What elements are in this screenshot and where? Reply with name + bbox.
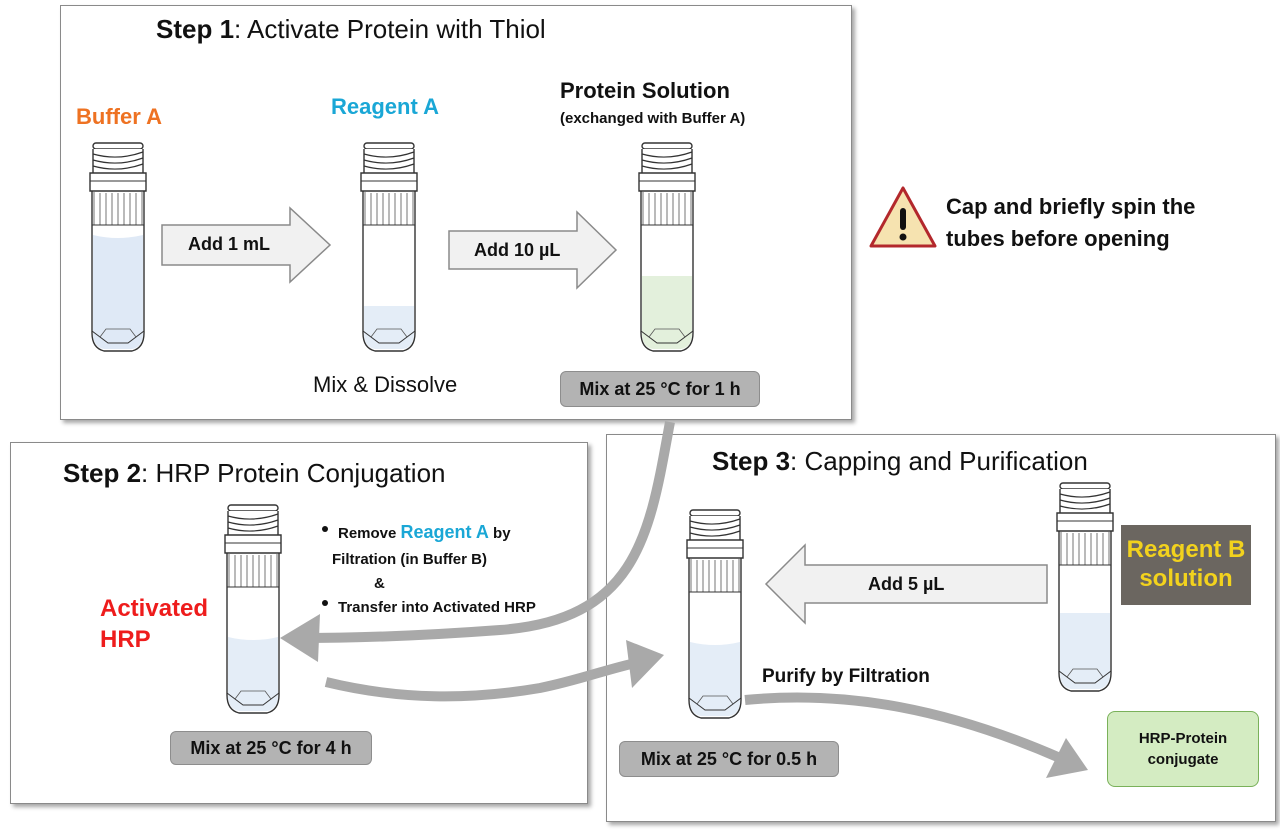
step3-mix-time-badge: Mix at 25 °C for 0.5 h xyxy=(619,741,839,777)
flow-curve-step2-to-step3-head xyxy=(626,640,664,688)
add-10ul-label: Add 10 µL xyxy=(474,240,561,260)
step2-title: Step 2: HRP Protein Conjugation xyxy=(63,458,446,488)
flow-curve-purify xyxy=(744,692,1062,763)
protein-solution-tube xyxy=(638,142,696,352)
step1-title: Step 1: Activate Protein with Thiol xyxy=(156,14,546,44)
reagent-a-tube xyxy=(360,142,418,352)
reagent-a-label: Reagent A xyxy=(331,94,439,119)
capping-tube xyxy=(686,509,744,719)
add-1ml-label: Add 1 mL xyxy=(188,234,271,254)
bullet-ampersand: & xyxy=(374,575,385,592)
protein-solution-label: Protein Solution xyxy=(560,78,730,103)
warning-line2: tubes before opening xyxy=(946,226,1170,251)
activated-hrp-label-line1: Activated xyxy=(100,595,209,622)
warning-triangle-icon xyxy=(869,186,937,248)
flow-curve-step2-to-step3 xyxy=(324,657,641,702)
activated-hrp-label-line2: HRP xyxy=(100,626,151,653)
mix-dissolve-label: Mix & Dissolve xyxy=(313,372,458,397)
flow-curve-step1-to-step2 xyxy=(299,421,675,643)
add-5ul-label: Add 5 µL xyxy=(868,574,945,594)
add-5ul-arrow xyxy=(764,543,1048,625)
bullet-filtration-line: Filtration (in Buffer B) xyxy=(332,551,487,568)
flow-curve-step1-to-step2-head xyxy=(280,614,320,662)
flow-curve-purify-head xyxy=(1046,738,1088,778)
step2-mix-time-badge: Mix at 25 °C for 4 h xyxy=(170,731,372,765)
buffer-a-label: Buffer A xyxy=(76,104,162,129)
bullet-dot xyxy=(322,600,328,606)
warning-line1: Cap and briefly spin the xyxy=(946,194,1196,219)
add-1ml-arrow xyxy=(161,206,332,284)
step1-mix-time-badge: Mix at 25 °C for 1 h xyxy=(560,371,760,407)
bullet-transfer: Transfer into Activated HRP xyxy=(322,599,536,616)
purify-label: Purify by Filtration xyxy=(762,666,930,687)
step1-panel xyxy=(60,5,852,420)
bullet-remove-reagent-a: Remove Reagent A by xyxy=(322,522,511,543)
bullet-dot xyxy=(322,526,328,532)
reagent-b-tube xyxy=(1056,482,1114,692)
activated-hrp-tube xyxy=(224,504,282,714)
reagent-b-solution-box: Reagent B solution xyxy=(1121,525,1251,605)
buffer-a-tube xyxy=(89,142,147,352)
step3-title: Step 3: Capping and Purification xyxy=(712,446,1088,476)
add-10ul-arrow xyxy=(448,210,618,290)
protein-solution-note: (exchanged with Buffer A) xyxy=(560,110,746,127)
hrp-protein-conjugate-box: HRP-Protein conjugate xyxy=(1107,711,1259,787)
